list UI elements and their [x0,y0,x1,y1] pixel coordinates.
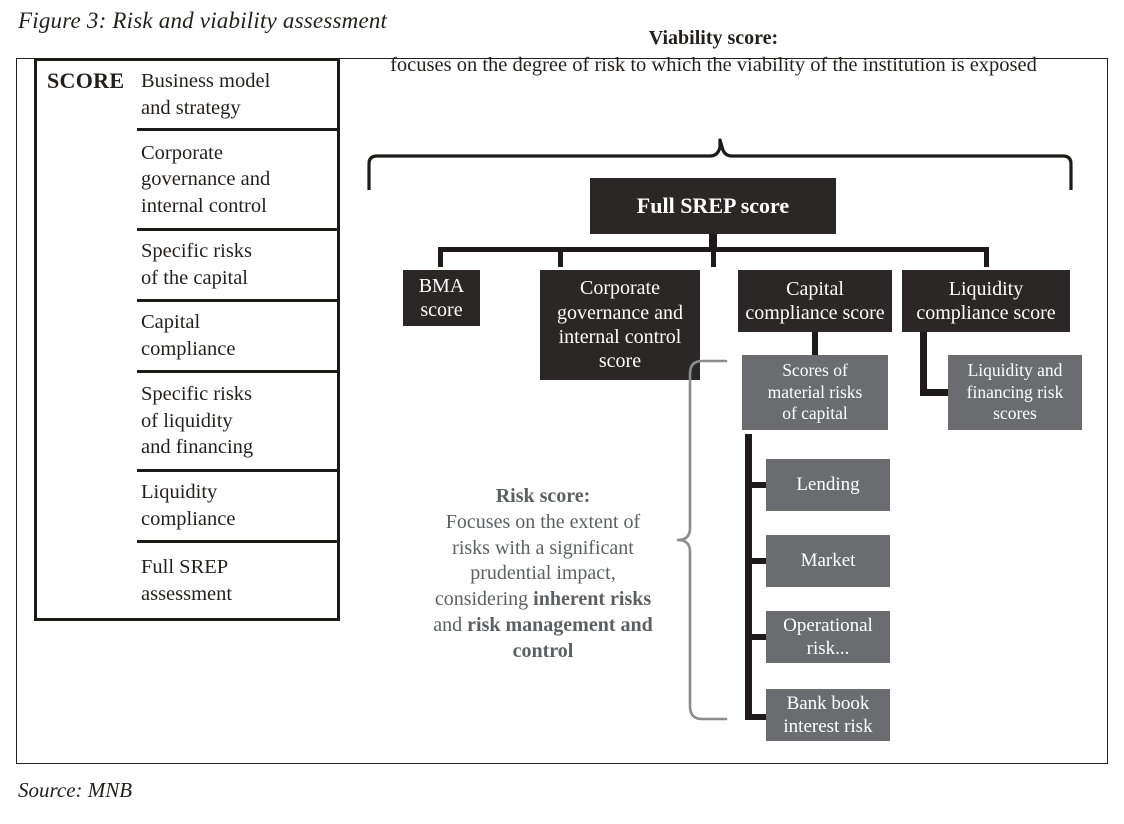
score-item-line: Liquidity [141,481,218,504]
connector-tick-lending [745,482,769,488]
risk-score-line-bold: control [512,639,574,662]
risk-score-brace-icon [676,359,728,721]
score-item-business-model: Business model and strategy [137,61,337,131]
node-label-line: Corporate [580,277,660,300]
score-item-specific-risks-capital: Specific risks of the capital [137,231,337,302]
figure-title: Figure 3: Risk and viability assessment [18,8,388,33]
score-item-full-srep-assessment: Full SREP assessment [137,543,337,618]
score-item-specific-risks-liquidity: Specific risks of liquidity and financin… [137,373,337,472]
score-item-line: of the capital [141,267,249,289]
node-label: Lending [796,474,860,496]
viability-score-description: focuses on the degree of risk to which t… [390,53,1037,76]
node-label-line: BMA [418,274,465,297]
connector-drop-bma [438,247,443,267]
score-item-capital-compliance: Capital compliance [137,302,337,373]
risk-score-block: Risk score: Focuses on the extent of ris… [408,484,678,665]
node-liquidity-compliance-score[interactable]: Liquidity compliance score [902,270,1070,332]
node-label-line: Bank book [786,692,870,714]
top-brace-icon [367,138,1073,190]
connector-drop-liquidity-compliance [984,247,989,267]
node-bma-score[interactable]: BMA score [403,270,480,326]
risk-score-title: Risk score: [495,485,591,507]
risk-score-line: risks with a significant [452,536,634,559]
connector-drop-capital-compliance [711,247,716,267]
node-label-line: Operational [783,614,873,636]
score-item-line: Full SREP [141,555,229,578]
score-item-line: and strategy [141,96,241,119]
node-label-line: Scores of [782,360,848,381]
node-label-line: scores [993,403,1037,424]
score-item-line: governance and [141,168,271,191]
node-scores-of-material-risks-of-capital[interactable]: Scores of material risks of capital [742,355,888,430]
viability-score-title: Viability score: [648,27,779,49]
score-item-corporate-governance: Corporate governance and internal contro… [137,131,337,231]
node-label-line: financing risk [966,381,1064,402]
node-label-line: interest risk [783,716,873,737]
node-capital-compliance-score[interactable]: Capital compliance score [738,270,892,332]
node-bank-book-interest-risk[interactable]: Bank book interest risk [766,689,890,741]
node-label-line: internal control [558,326,682,348]
score-label-cell: SCORE [37,61,137,618]
node-liquidity-and-financing-risk-scores[interactable]: Liquidity and financing risk scores [948,355,1082,430]
connector-capital-to-material-risks [812,332,818,355]
risk-score-line: control [408,639,678,665]
score-item-line: compliance [141,508,236,530]
connector-srep-stub [709,234,717,248]
node-label-line: Liquidity [948,277,1024,300]
node-label-line: governance and [556,301,684,324]
node-label-line: compliance score [916,302,1056,324]
risk-score-line: Focuses on the extent of [445,510,641,533]
score-label: SCORE [47,68,125,93]
risk-score-line-prefix: and [433,613,468,636]
node-label-line: Liquidity and [967,360,1063,381]
score-item-line: internal control [141,194,267,217]
node-corporate-governance-score[interactable]: Corporate governance and internal contro… [540,270,700,380]
risk-score-line: prudential impact, [470,562,616,585]
connector-tick-operational [745,634,769,640]
score-table: SCORE Business model and strategy Corpor… [34,58,340,621]
node-label-line: risk... [806,638,850,659]
node-market[interactable]: Market [766,535,890,587]
risk-score-line: considering inherent risks [408,587,678,613]
risk-score-line-bold: inherent risks [533,588,652,611]
connector-liquidity-elbow-vertical [920,332,927,396]
node-operational-risk[interactable]: Operational risk... [766,611,890,663]
risk-score-line: and risk management and [408,613,678,639]
node-label: Full SREP score [636,192,790,218]
risk-score-line-prefix: considering [434,588,534,611]
node-full-srep-score[interactable]: Full SREP score [590,178,836,234]
connector-tick-market [745,558,769,564]
node-lending[interactable]: Lending [766,459,890,511]
connector-drop-corporate-governance [558,247,563,267]
score-item-line: Specific risks [141,383,253,406]
viability-score-block: Viability score: focuses on the degree o… [346,26,1081,78]
node-label-line: compliance score [745,302,885,324]
figure-source: Source: MNB [18,778,133,802]
score-item-line: assessment [141,582,233,605]
connector-risk-trunk [745,434,752,720]
score-item-line: and financing [141,436,254,459]
connector-liquidity-elbow-horizontal [920,389,954,396]
score-item-line: Business model [141,69,271,92]
score-item-line: of liquidity [141,409,233,432]
score-item-line: Specific risks [141,240,253,263]
node-label-line: score [598,350,642,373]
score-item-line: Capital [141,311,201,334]
node-label-line: Capital [786,277,844,300]
node-label: Market [800,550,856,572]
node-label-line: material risks [767,381,863,402]
connector-tick-bank-book [745,714,769,720]
node-label-line: of capital [782,403,848,424]
score-item-liquidity-compliance: Liquidity compliance [137,472,337,543]
score-item-line: compliance [141,338,236,360]
risk-score-line-bold: risk management and [467,613,653,636]
score-item-line: Corporate [141,141,223,164]
score-item-list: Business model and strategy Corporate go… [137,61,337,618]
node-label-line: score [420,299,463,321]
